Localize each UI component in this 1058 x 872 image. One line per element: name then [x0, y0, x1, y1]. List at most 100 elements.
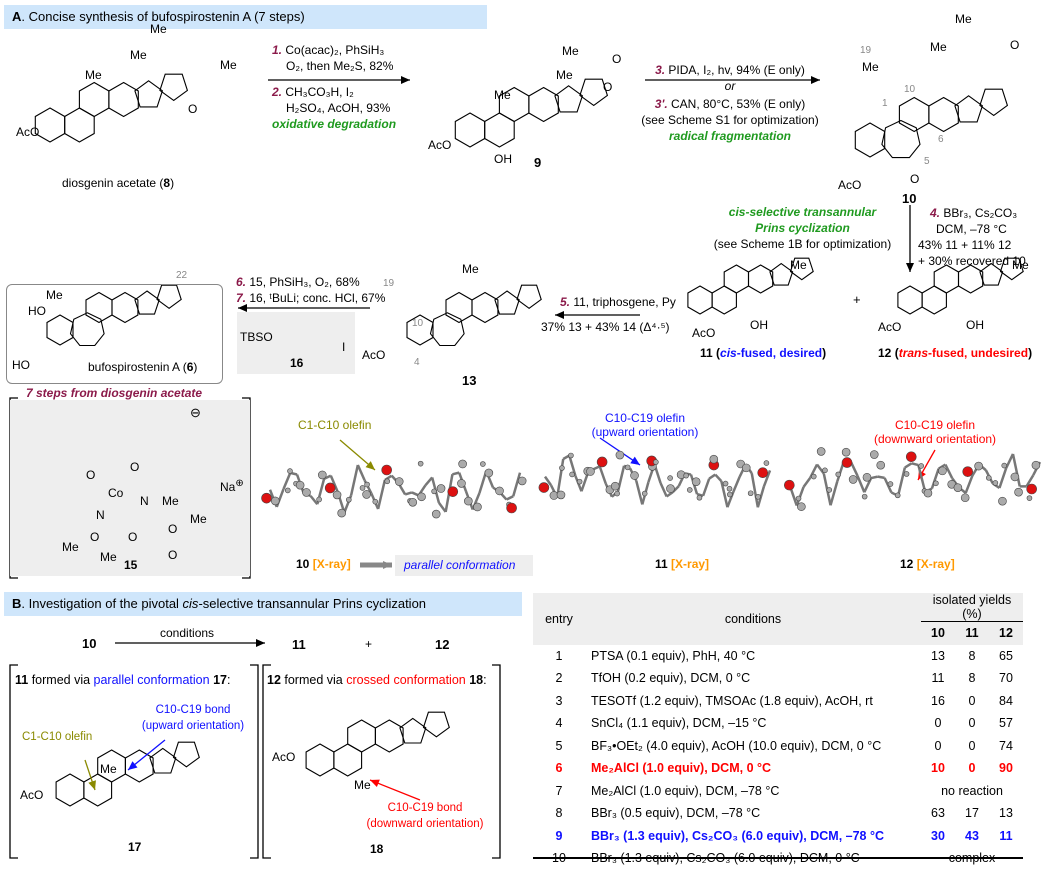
xray-11-atom	[667, 475, 673, 481]
xray-11-atom	[624, 464, 631, 471]
atom-aco: AcO	[16, 125, 40, 139]
xray-11-oxygen	[757, 467, 769, 479]
annot-line1: C10-C19 olefin	[604, 411, 686, 425]
xray-11-oxygen	[596, 456, 608, 468]
section-b-header: B. Investigation of the pivotal cis-sele…	[4, 592, 522, 616]
cell-yield-10: 11	[931, 671, 945, 686]
atom-aco: AcO	[838, 178, 862, 192]
xray-10-atom	[431, 488, 437, 495]
xray-11-atom	[568, 452, 574, 459]
step-5-yield: 37% 13 + 43% 14 (Δ⁴·⁵)	[541, 320, 670, 334]
cell-yield-12: 70	[999, 671, 1013, 686]
xray-12-atom	[960, 493, 970, 503]
compound-number: 12	[900, 557, 914, 571]
xray-tag: [X-ray]	[312, 557, 351, 571]
compound-11-ring-c	[723, 264, 750, 294]
xray-11-bond	[659, 482, 668, 497]
xray-12-atom	[903, 471, 910, 477]
cell-conditions: TfOH (0.2 equiv), DCM, 0 °C	[591, 671, 751, 686]
step-6-conditions: 6. 15, PhSiH₃, O₂, 68% 7. 16, ᵗBuLi; con…	[236, 274, 385, 306]
atom-o: O	[603, 80, 613, 94]
cell-yield-12: 13	[999, 806, 1013, 821]
cell-yield-10: 0	[934, 716, 942, 731]
compound-10-lactone	[979, 88, 1009, 117]
xray-10-atom	[270, 496, 280, 506]
prins-label: cis-selective transannular Prins cycliza…	[700, 204, 905, 252]
xray-11-atom	[747, 490, 754, 497]
atom-me: Me	[494, 88, 511, 102]
product-box	[6, 284, 223, 384]
atom-number-1: 1	[882, 98, 888, 109]
compound-12-label: 12 (trans-fused, undesired)	[878, 346, 1033, 360]
reaction-arrow-1-head	[401, 76, 410, 84]
gray-arrow-head	[383, 561, 392, 569]
atom-tbso: TBSO	[240, 330, 273, 344]
atom-me: Me	[462, 262, 479, 276]
section-title: . Concise synthesis of bufospirostenin A…	[21, 9, 305, 24]
xray-12-atom	[918, 463, 924, 469]
xray-10-atom	[417, 460, 424, 467]
compound-9-ring-a	[454, 112, 486, 148]
cell-conditions: SnCl₄ (1.1 equiv), DCM, –15 °C	[591, 716, 767, 731]
atom-o: O	[612, 52, 622, 66]
header-col-11: 11	[955, 621, 989, 645]
header-yields: isolated yields (%)	[921, 593, 1023, 622]
reagents: 15, PhSiH₃, O₂, 68%	[246, 275, 360, 289]
reaction-type: radical fragmentation	[668, 129, 792, 143]
compound-9-lactone	[579, 78, 609, 107]
xray-10-atom	[473, 502, 482, 512]
compound-18-lactone	[422, 711, 450, 738]
annot-line2: (upward orientation)	[591, 425, 699, 439]
optimization-note: (see Scheme S1 for optimization)	[641, 113, 819, 127]
xray-11-atom	[556, 490, 566, 500]
xray-11-bond	[665, 491, 674, 498]
atom-number-4: 4	[414, 357, 420, 368]
xray-11-atom	[610, 481, 620, 491]
xray-11-atom	[576, 478, 583, 485]
ligand-atom: O	[168, 522, 178, 536]
atom-number-19: 19	[860, 45, 872, 56]
ligand-atom: Me	[62, 540, 79, 554]
parallel-conformation-label: parallel conformation	[404, 558, 516, 572]
colon: :	[226, 673, 231, 687]
prins-line2: Prins cyclization	[755, 221, 850, 235]
reaction-arrow-2-head	[811, 76, 820, 84]
xray-10-atom	[302, 488, 311, 497]
xray-tag: [X-ray]	[916, 557, 955, 571]
conformation: crossed conformation	[346, 673, 466, 687]
xray-10-atom	[431, 509, 441, 519]
compound-18-ring-c	[347, 719, 376, 753]
atom-aco: AcO	[692, 326, 716, 340]
compound-10-ring-a	[854, 122, 886, 158]
neg-charge: ⊖	[190, 405, 201, 420]
atom-o: O	[188, 102, 198, 116]
xray-11-atom	[726, 485, 733, 492]
xray-12-atom	[876, 460, 886, 470]
compound-11-ring-c2	[747, 264, 774, 294]
diosgenin-lactone	[159, 73, 189, 102]
atom-aco: AcO	[878, 320, 902, 334]
optimization-note: (see Scheme 1B for optimization)	[713, 237, 892, 251]
reaction-arrow-5-head	[555, 311, 564, 319]
xray-10-atom	[484, 468, 494, 478]
cell-yield-10: 13	[931, 648, 945, 663]
bracket-right	[250, 664, 259, 859]
compound-17-ring-d	[149, 747, 177, 774]
compound-12-ring-a	[897, 285, 923, 315]
cell-yield-10: 0	[934, 738, 942, 753]
compound-number: 11	[15, 673, 29, 687]
compound-16-label: 16	[290, 356, 304, 370]
xray-10-bond	[376, 479, 387, 510]
step-number: 7.	[236, 291, 247, 305]
cell-yield-11: 8	[968, 671, 976, 686]
xray-12-atom	[795, 495, 802, 502]
xray-11-bond	[732, 476, 741, 492]
xray-10-oxygen	[381, 464, 392, 476]
cell-yield-11: 17	[965, 806, 979, 821]
atom-me: Me	[354, 778, 371, 792]
bracket-left	[262, 664, 271, 859]
xray-12-atom	[822, 467, 828, 474]
compound-17-label: 17	[128, 840, 142, 854]
